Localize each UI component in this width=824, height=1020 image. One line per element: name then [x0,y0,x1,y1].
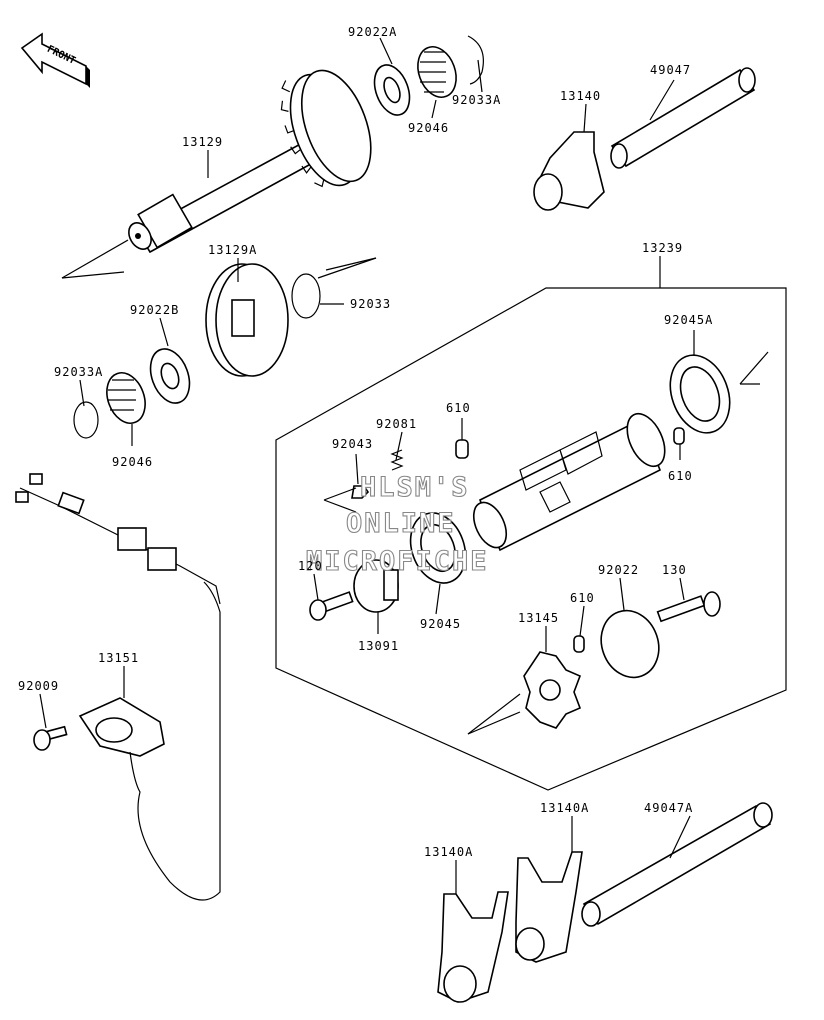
label-610-b: 610 [668,469,693,483]
label-13140A-left: 13140A [424,845,473,859]
watermark: HLSM'S ONLINE MICROFICHE [305,471,489,577]
label-92033A-left: 92033A [54,365,103,379]
gear-position-switch-13151 [15,473,221,901]
label-13151: 13151 [98,651,139,665]
label-92033: 92033 [350,297,391,311]
label-13129: 13129 [182,135,223,149]
pin-610-a [455,439,469,459]
label-120: 120 [298,559,323,573]
washer-92022 [600,609,660,679]
watermark-line-2: ONLINE [346,508,456,539]
pin-92043 [351,485,370,499]
label-610-a: 610 [446,401,471,415]
star-cam-13145 [467,651,582,735]
assembly-box-13239 [275,287,787,791]
label-92009: 92009 [18,679,59,693]
label-13140: 13140 [560,89,601,103]
circlip-92033A-left [73,401,99,439]
shift-drum [472,412,666,552]
label-13091: 13091 [358,639,399,653]
bearing-92045A [669,351,769,434]
bearing-92045 [409,512,467,584]
needle-bearing-92046-top [417,46,457,98]
shift-fork-13140A-right [515,851,583,963]
countershaft-13129 [61,69,372,279]
needle-bearing-92046-left [106,372,146,424]
shift-rod-49047A [581,802,773,927]
label-49047: 49047 [650,63,691,77]
label-13145: 13145 [518,611,559,625]
label-92022: 92022 [598,563,639,577]
screw-92009 [33,725,68,751]
label-92046-left: 92046 [112,455,153,469]
circlip-92033 [291,273,321,319]
label-13129A: 13129A [208,243,257,257]
spring-92081 [390,449,404,471]
leader-lines [39,37,695,894]
gear-13129A [205,257,377,377]
label-92046-top: 92046 [408,121,449,135]
label-13140A-right: 13140A [540,801,589,815]
part-labels: 92022A 92033A 92046 13129 49047 13140 13… [18,25,713,859]
label-92022A: 92022A [348,25,397,39]
shift-fork-13140 [533,131,605,211]
cam-13091 [353,559,399,613]
label-92045A: 92045A [664,313,713,327]
bolt-130 [656,591,721,623]
front-arrow-icon: FRONT [20,32,90,88]
shift-fork-13140A-left [437,891,509,1003]
label-13239: 13239 [642,241,683,255]
washer-92022A [373,64,411,116]
label-130: 130 [662,563,687,577]
watermark-line-1: HLSM'S [360,472,470,503]
label-92022B: 92022B [130,303,179,317]
label-92033A-top: 92033A [452,93,501,107]
shift-rod-49047 [610,67,756,169]
pin-610-c [573,635,585,653]
circlip-92033A-top [467,35,484,85]
pin-610-b [673,427,685,445]
label-92043: 92043 [332,437,373,451]
washer-92022B [149,348,191,404]
label-610-c: 610 [570,591,595,605]
label-92045: 92045 [420,617,461,631]
bolt-120 [309,591,354,621]
watermark-line-3: MICROFICHE [306,546,489,577]
label-92081: 92081 [376,417,417,431]
label-49047A: 49047A [644,801,693,815]
